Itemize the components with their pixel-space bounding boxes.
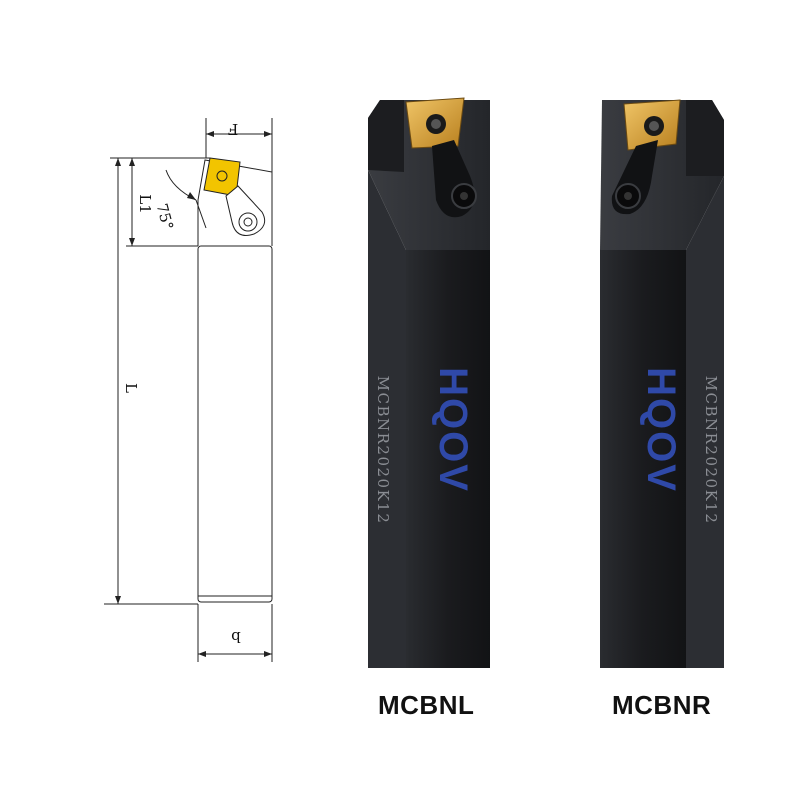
shank-outline: [197, 245, 273, 603]
head-outline: [197, 159, 273, 246]
l-arrow-top: [115, 158, 121, 166]
clamp-screw-socket: [460, 192, 468, 200]
clamp-screw-inner: [243, 217, 253, 227]
dim-label-l1: L1: [136, 194, 154, 214]
shank-front-face: [600, 250, 686, 668]
clamp-screw-outer: [238, 212, 258, 232]
l-arrow-bottom: [115, 596, 121, 604]
brand-logo-right: HQOV: [639, 367, 683, 493]
engraving-left: MCBNR2020K12: [374, 376, 392, 525]
caption-mcbnl: MCBNL: [378, 690, 475, 720]
l1-arrow-bottom: [129, 238, 135, 246]
f-arrow-right: [264, 131, 272, 137]
b-arrow-right: [264, 651, 272, 657]
angle-ref-line: [195, 199, 207, 229]
dim-label-b: b: [231, 628, 241, 646]
holder-mcbnl: MCBNR2020K12 HQOV: [368, 97, 490, 668]
clamp-outline: [225, 185, 266, 236]
insert-screw: [649, 121, 659, 131]
dim-label-l: L: [122, 383, 140, 393]
head-side: [368, 100, 404, 172]
insert-hole: [216, 170, 228, 182]
head-side: [686, 100, 724, 176]
technical-drawing: [104, 118, 273, 662]
insert-screw: [431, 119, 441, 129]
shank-side-face: [368, 170, 406, 668]
l1-arrow-top: [129, 158, 135, 166]
f-arrow-left: [206, 131, 214, 137]
brand-logo-left: HQOV: [431, 367, 475, 493]
shank-front-face: [406, 250, 490, 668]
holder-mcbnr: HQOV MCBNR2020K12: [600, 99, 724, 668]
b-arrow-left: [198, 651, 206, 657]
shank-side-face: [686, 176, 724, 668]
angle-arrow: [187, 192, 196, 200]
dim-label-f: F: [228, 120, 238, 138]
clamp-screw-socket: [624, 192, 632, 200]
caption-mcbnr: MCBNR: [612, 690, 712, 720]
dim-label-angle: 75°: [153, 202, 177, 232]
engraving-right: MCBNR2020K12: [702, 376, 720, 525]
